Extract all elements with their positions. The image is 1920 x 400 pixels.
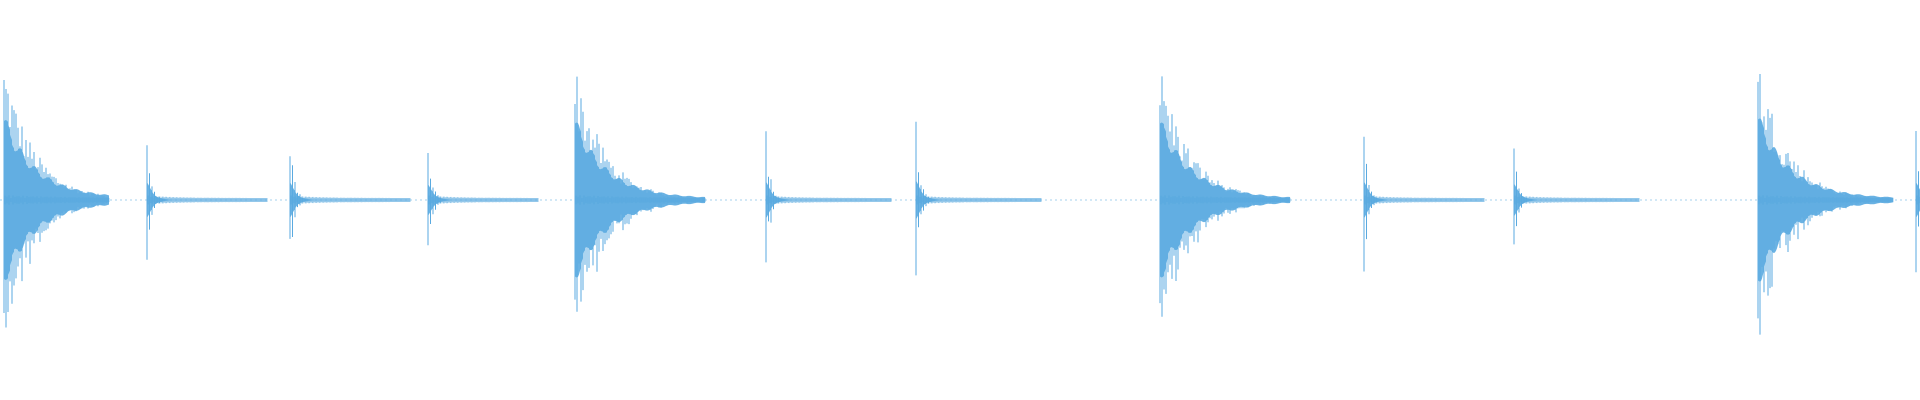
waveform-hat-transient (1915, 131, 1920, 273)
waveform-kick-transient (1159, 76, 1291, 317)
waveform-tail (574, 195, 706, 205)
waveform-hat-transient (1513, 148, 1640, 245)
waveform-tail (1513, 195, 1640, 205)
waveform-tail (1757, 195, 1894, 205)
waveform-hat-transient (765, 131, 892, 263)
waveform-tail (1915, 195, 1920, 205)
waveform-tail (289, 195, 411, 205)
waveform-kick-transient (3, 80, 110, 328)
waveform-kick-transient (574, 76, 706, 312)
waveform-kick-transient (1757, 74, 1894, 335)
waveform-tail (427, 195, 539, 205)
waveform-envelope (766, 181, 891, 219)
waveform-tail (3, 195, 110, 205)
waveform-hat-transient (1363, 136, 1485, 272)
waveform-envelope (1514, 183, 1639, 217)
waveform-tail (146, 195, 268, 205)
waveform-hat-transient (427, 153, 539, 246)
waveform-envelope (916, 180, 1041, 220)
waveform-tail (915, 195, 1042, 205)
waveform-hat-transient (146, 145, 268, 260)
waveform-layer (0, 74, 1920, 335)
waveform-tail (765, 195, 892, 205)
waveform-hat-transient (915, 121, 1042, 276)
waveform-tail (1363, 195, 1485, 205)
waveform-hat-transient (289, 156, 411, 239)
waveform-spikes (1757, 74, 1891, 335)
waveform-tail (1159, 195, 1291, 205)
